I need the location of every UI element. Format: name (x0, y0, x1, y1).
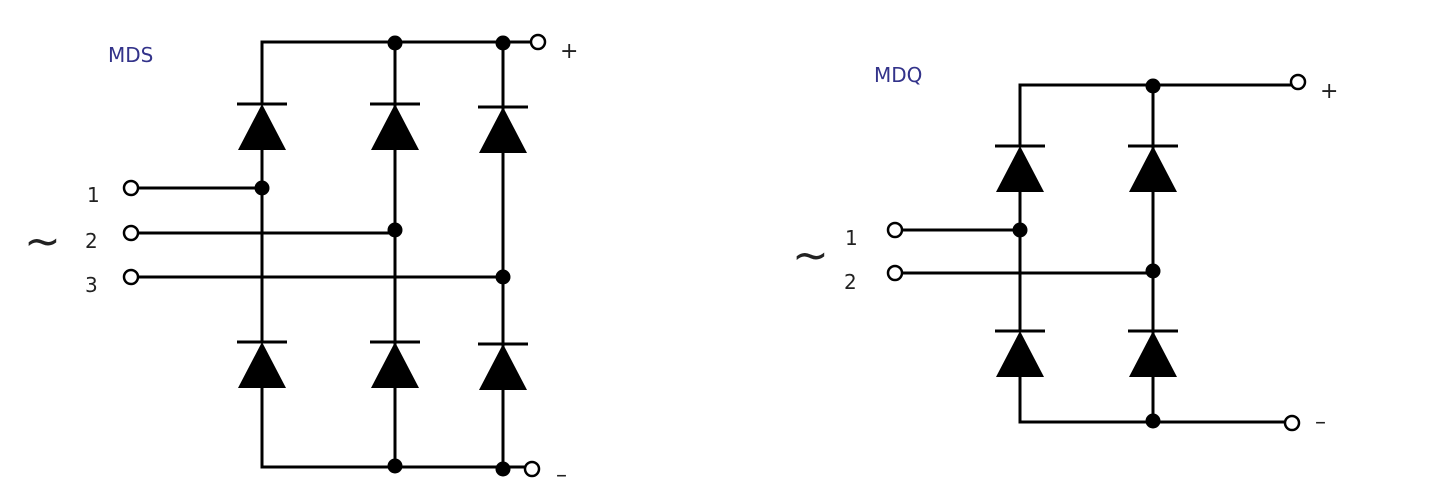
mds-circuit: MDS (24, 33, 578, 488)
mds-minus-terminal (523, 460, 541, 478)
mds-plus-label: + (560, 39, 578, 64)
mds-title: MDS (108, 43, 153, 67)
mdq-diode-upper-2 (1128, 144, 1178, 192)
mdq-plus-terminal (1289, 73, 1307, 91)
mds-diode-upper-2 (370, 102, 420, 150)
mds-diode-upper-1 (237, 102, 287, 150)
mdq-pin-label-2: 2 (844, 270, 857, 294)
mds-diode-lower-3 (478, 342, 528, 390)
mds-input-terminal-2 (122, 224, 140, 242)
mdq-pin-label-1: 1 (845, 226, 858, 250)
mdq-diode-lower-1 (995, 329, 1045, 377)
mds-pin-label-2: 2 (85, 229, 98, 253)
mds-junction-bottom-3 (495, 461, 511, 477)
mdq-junction-phase-1 (1012, 222, 1028, 238)
mdq-input-terminal-2 (886, 264, 904, 282)
mdq-plus-label: + (1320, 79, 1338, 104)
mds-junction-top-2 (387, 35, 403, 51)
mdq-diode-lower-2 (1128, 329, 1178, 377)
mdq-top-rail (1018, 83, 1300, 148)
mds-plus-terminal (529, 33, 547, 51)
mdq-junction-bottom (1145, 413, 1161, 429)
mds-input-terminal-1 (122, 179, 140, 197)
mdq-diode-upper-1 (995, 144, 1045, 192)
mds-diode-upper-3 (478, 105, 528, 153)
mdq-input-terminal-1 (886, 221, 904, 239)
mds-input-terminal-3 (122, 268, 140, 286)
mdq-minus-terminal (1283, 414, 1301, 432)
mds-junction-phase-3 (495, 269, 511, 285)
mdq-circuit: MDQ (792, 63, 1338, 435)
mds-junction-phase-1 (254, 180, 270, 196)
mds-junction-top-3 (495, 35, 511, 51)
mdq-junction-phase-2 (1145, 263, 1161, 279)
mdq-bottom-rail (1018, 375, 1294, 424)
mds-pin-label-1: 1 (87, 183, 100, 207)
mdq-junction-top (1145, 78, 1161, 94)
mds-top-rail (260, 40, 540, 106)
mds-pin-label-3: 3 (85, 273, 98, 297)
mds-ac-symbol: ~ (24, 216, 61, 267)
mdq-ac-symbol: ~ (792, 230, 829, 281)
mds-diode-lower-1 (237, 340, 287, 388)
mdq-title: MDQ (874, 63, 922, 87)
mdq-minus-label: – (1315, 410, 1326, 435)
mds-junction-bottom-2 (387, 458, 403, 474)
mds-diode-lower-2 (370, 340, 420, 388)
mds-minus-label: – (556, 463, 567, 488)
mds-junction-phase-2 (387, 222, 403, 238)
mds-bottom-rail (260, 384, 534, 469)
